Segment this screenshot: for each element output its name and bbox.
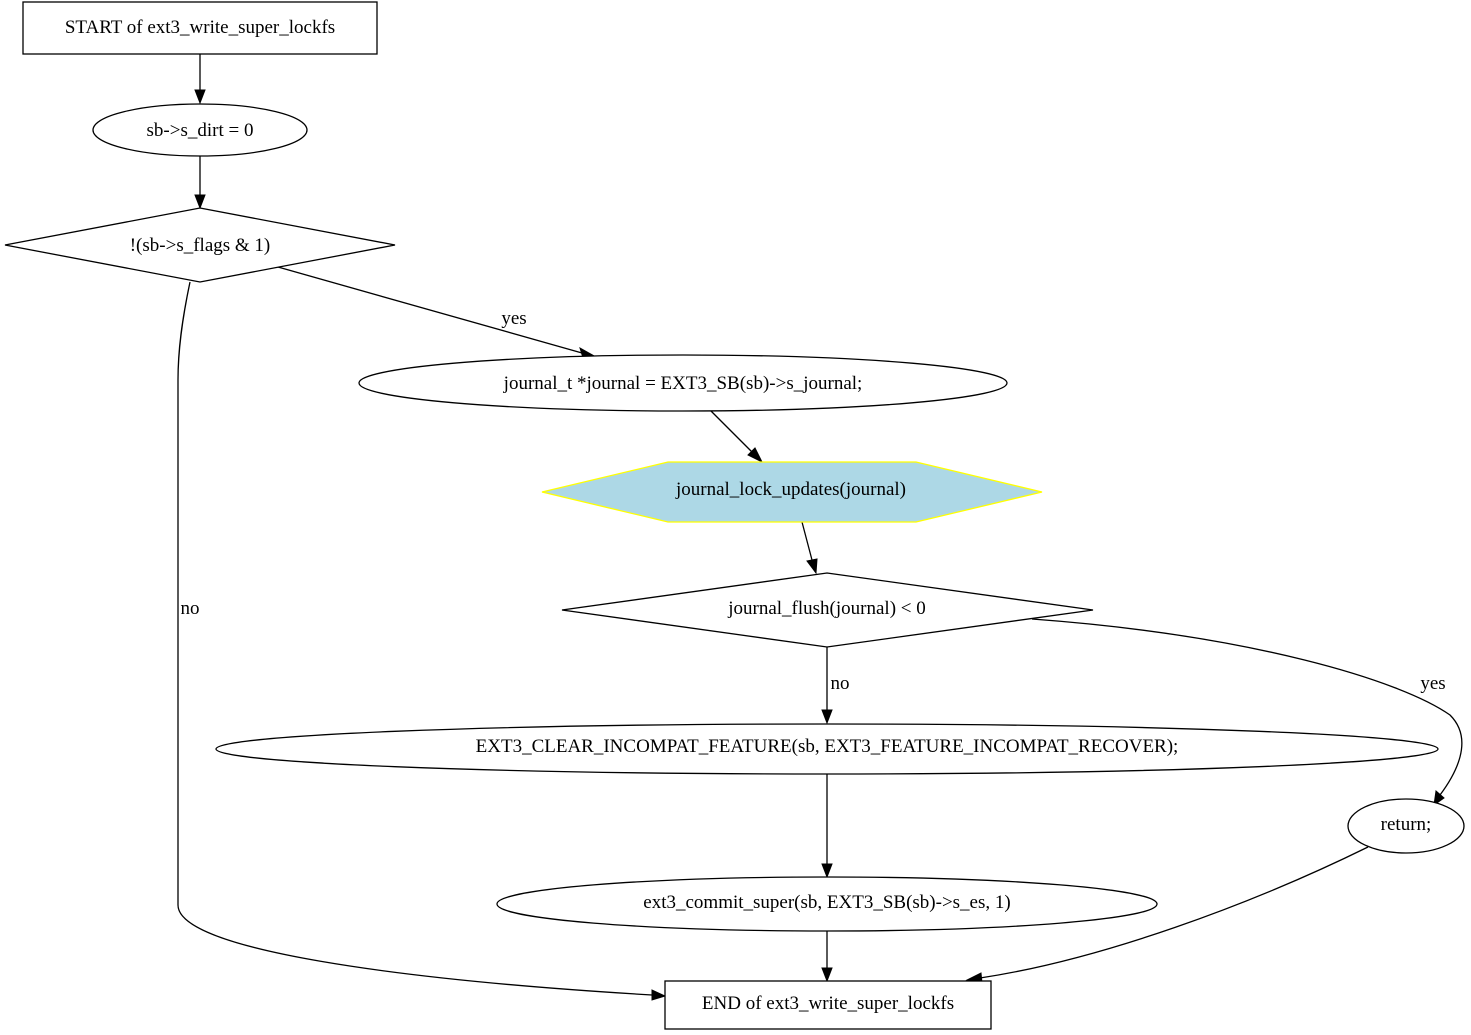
node-lock-updates-hexagon xyxy=(541,461,1043,523)
node-lock-updates-label: journal_lock_updates(journal) xyxy=(675,479,906,500)
node-commit-super-ellipse xyxy=(496,876,1158,932)
edge-label-flush-yes: yes xyxy=(1420,673,1445,694)
node-journal-decl-ellipse xyxy=(358,354,1008,412)
node-start-label: START of ext3_write_super_lockfs xyxy=(65,17,335,38)
edge-journal-to-lock xyxy=(710,410,753,453)
node-return-label: return; xyxy=(1381,814,1432,835)
node-flush-label: journal_flush(journal) < 0 xyxy=(727,598,926,619)
node-flags[interactable]: !(sb->s_flags & 1) xyxy=(4,207,396,283)
node-return[interactable]: return; xyxy=(1347,798,1465,854)
edge-flags-no xyxy=(177,281,653,996)
node-commit-super[interactable]: ext3_commit_super(sb, EXT3_SB(sb)->s_es,… xyxy=(496,876,1158,932)
arrowhead xyxy=(1433,790,1445,807)
arrowhead xyxy=(821,709,833,725)
edge-flags-yes xyxy=(277,266,583,354)
node-start[interactable]: START of ext3_write_super_lockfs xyxy=(22,1,378,55)
arrowhead xyxy=(747,447,764,464)
edge-return-to-end xyxy=(979,846,1369,979)
node-end-label: END of ext3_write_super_lockfs xyxy=(702,993,954,1014)
node-end-box xyxy=(664,980,992,1030)
node-lock-updates[interactable]: journal_lock_updates(journal) xyxy=(541,461,1043,523)
arrowhead xyxy=(194,194,206,210)
node-flush-diamond xyxy=(561,572,1094,648)
node-clear-feature[interactable]: EXT3_CLEAR_INCOMPAT_FEATURE(sb, EXT3_FEA… xyxy=(215,723,1439,775)
node-dirt[interactable]: sb->s_dirt = 0 xyxy=(92,103,308,157)
node-dirt-ellipse xyxy=(92,103,308,157)
node-return-ellipse xyxy=(1347,798,1465,854)
node-flags-label: !(sb->s_flags & 1) xyxy=(130,235,271,256)
edge-flush-yes xyxy=(1031,618,1463,796)
node-commit-super-label: ext3_commit_super(sb, EXT3_SB(sb)->s_es,… xyxy=(643,892,1010,913)
node-flush[interactable]: journal_flush(journal) < 0 xyxy=(561,572,1094,648)
arrowhead xyxy=(821,967,833,983)
node-end[interactable]: END of ext3_write_super_lockfs xyxy=(664,980,992,1030)
arrowhead xyxy=(821,863,833,879)
arrowhead xyxy=(651,989,667,1001)
node-flags-diamond xyxy=(4,207,396,283)
node-start-box xyxy=(22,1,378,55)
arrowhead xyxy=(806,558,818,575)
edge-label-flush-no: no xyxy=(831,673,850,694)
node-journal-decl[interactable]: journal_t *journal = EXT3_SB(sb)->s_jour… xyxy=(358,354,1008,412)
arrowhead xyxy=(194,89,206,105)
node-journal-decl-label: journal_t *journal = EXT3_SB(sb)->s_jour… xyxy=(503,373,863,394)
node-clear-feature-label: EXT3_CLEAR_INCOMPAT_FEATURE(sb, EXT3_FEA… xyxy=(476,736,1179,757)
node-clear-feature-ellipse xyxy=(215,723,1439,775)
edge-label-flags-yes: yes xyxy=(501,308,526,329)
edge-label-flags-no: no xyxy=(181,598,200,619)
edge-lock-to-flush xyxy=(801,521,813,561)
node-dirt-label: sb->s_dirt = 0 xyxy=(147,120,254,141)
